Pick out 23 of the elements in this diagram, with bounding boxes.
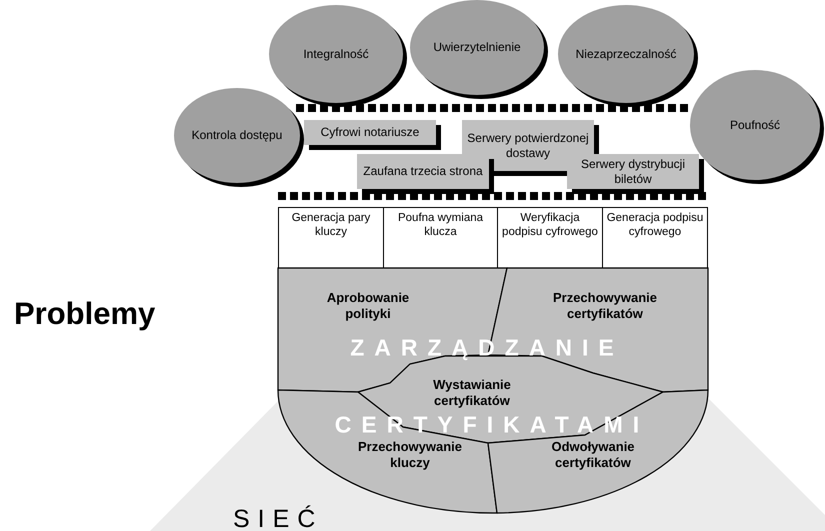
node-label: Serwery potwierdzonej dostawy bbox=[466, 130, 590, 160]
service-box bbox=[357, 154, 489, 189]
cell-text: Poufna wymiana klucza bbox=[396, 211, 484, 239]
segment-label: Aprobowanie polityki bbox=[326, 290, 410, 322]
service-box bbox=[304, 120, 436, 145]
node-label: Cyfrowi notariusze bbox=[320, 125, 420, 140]
segment-label: Odwoływanie certyfikatów bbox=[551, 439, 635, 471]
heading-text: Problemy bbox=[14, 296, 156, 332]
segment-label: Wystawianie certyfikatów bbox=[433, 377, 511, 409]
segment-label: Przechowywanie kluczy bbox=[358, 439, 462, 471]
segment-label: Przechowywanie certyfikatów bbox=[552, 290, 658, 322]
node-label: Serwery dystrybucji biletów bbox=[580, 156, 686, 186]
node-label: Zaufana trzecia strona bbox=[362, 164, 484, 179]
network-label: SIEĆ bbox=[233, 505, 324, 531]
node-label: Integralność bbox=[302, 46, 370, 62]
node-label: Poufność bbox=[728, 118, 782, 132]
service-box bbox=[567, 154, 699, 189]
cell-text: Weryfikacja podpisu cyfrowego bbox=[501, 211, 599, 239]
node-label: Kontrola dostępu bbox=[190, 128, 284, 143]
node-label: Niezaprzeczalność bbox=[574, 46, 678, 62]
cell-text: Generacja pary kluczy bbox=[290, 211, 372, 239]
node-label: Uwierzytelnienie bbox=[432, 40, 522, 55]
cell-text: Generacja podpisu cyfrowego bbox=[606, 211, 704, 239]
